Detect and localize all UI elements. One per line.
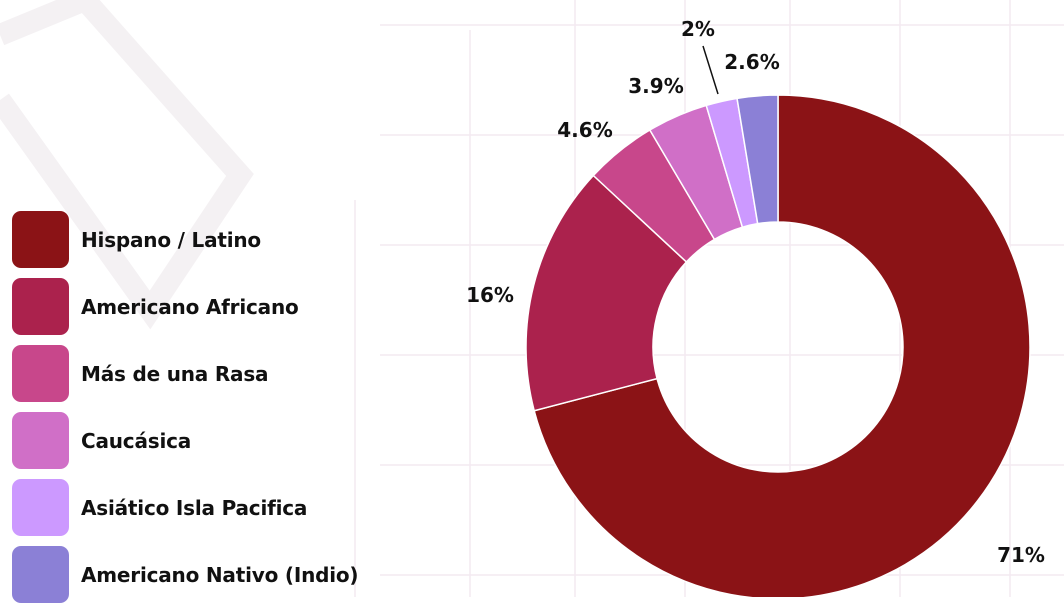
legend-label: Americano Nativo (Indio) xyxy=(81,562,359,587)
legend-item: Americano Nativo (Indio) xyxy=(12,541,359,608)
chart-legend: Hispano / Latino Americano Africano Más … xyxy=(12,206,359,608)
donut-slice xyxy=(736,94,779,225)
legend-label: Asiático Isla Pacifica xyxy=(81,495,308,520)
label-leader-line xyxy=(702,45,719,95)
legend-swatch xyxy=(12,479,69,536)
legend-item: Caucásica xyxy=(12,407,358,474)
legend-label: Americano Africano xyxy=(81,294,299,319)
donut-slice xyxy=(525,174,688,412)
legend-swatch xyxy=(12,546,69,603)
legend-item: Americano Africano xyxy=(12,273,358,340)
donut-slice xyxy=(533,94,1031,597)
slice-value-label: 2% xyxy=(681,17,715,41)
slice-value-label: 71% xyxy=(997,543,1045,567)
slice-value-label: 4.6% xyxy=(557,118,612,142)
legend-swatch xyxy=(12,345,69,402)
legend-item: Asiático Isla Pacifica xyxy=(12,474,358,541)
legend-item: Hispano / Latino xyxy=(12,206,358,273)
slice-value-label: 3.9% xyxy=(628,74,683,98)
slice-value-label: 2.6% xyxy=(724,50,779,74)
legend-swatch xyxy=(12,211,69,268)
legend-swatch xyxy=(12,278,69,335)
slice-value-label: 16% xyxy=(466,283,514,307)
legend-label: Caucásica xyxy=(81,428,192,453)
legend-label: Más de una Rasa xyxy=(81,361,269,386)
legend-label: Hispano / Latino xyxy=(81,227,261,252)
legend-item: Más de una Rasa xyxy=(12,340,358,407)
legend-swatch xyxy=(12,412,69,469)
